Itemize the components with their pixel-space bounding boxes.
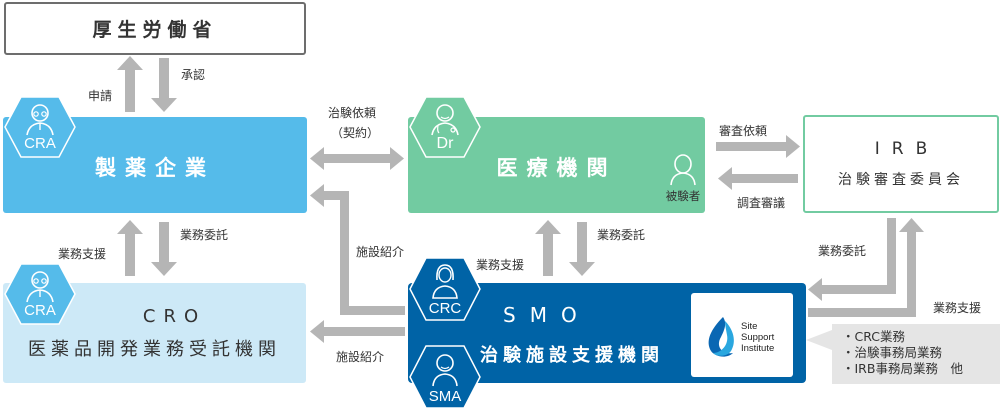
arrow-cro-outsource <box>151 222 177 276</box>
arrow-irb-support <box>808 218 924 317</box>
subject-label: 被験者 <box>665 189 701 203</box>
doctor-icon <box>409 96 481 158</box>
crc-badge-label: CRC <box>428 300 462 317</box>
dr-badge: Dr <box>408 95 482 159</box>
callout-item: ・CRC業務 <box>842 329 906 344</box>
logo-text: Site Support Institute <box>741 321 774 354</box>
cra-badge-pharma: CRA <box>3 95 77 159</box>
label-hosp-support: 業務支援 <box>476 258 525 272</box>
arrow-approval <box>151 58 177 112</box>
cro-subtitle: 医薬品開発業務受託機関 <box>28 338 281 360</box>
crc-badge: CRC <box>408 256 482 322</box>
subject-figure: 被験者 <box>660 152 706 204</box>
label-investigation: 調査審議 <box>737 196 786 210</box>
callout-item: ・治験事務局業務 <box>842 345 943 360</box>
label-trial-request: 治験依頼 <box>328 106 377 120</box>
logo-line: Site <box>741 321 758 332</box>
arrow-application <box>117 56 143 112</box>
arrow-facility-intro-upper <box>310 184 405 315</box>
arrow-facility-intro-lower <box>310 320 405 343</box>
label-facility-intro-upper: 施設紹介 <box>356 245 405 259</box>
label-contract: （契約） <box>331 126 380 140</box>
male-staff-icon <box>409 345 481 409</box>
cro-title: CRO <box>142 305 207 327</box>
logo-line: Institute <box>741 343 775 354</box>
hospital-label: 医療機関 <box>496 156 617 180</box>
arrow-irb-outsource <box>808 218 896 301</box>
arrow-trial-request <box>310 147 404 170</box>
label-hosp-outsource: 業務委託 <box>597 228 646 242</box>
smo-services-callout: ・CRC業務 ・治験事務局業務 ・IRB事務局業務 他 <box>832 324 1000 384</box>
arrow-hosp-support <box>535 220 561 276</box>
label-review-request: 審査依頼 <box>719 124 768 138</box>
arrow-review-request <box>716 135 800 158</box>
site-support-institute-logo: Site Support Institute <box>691 293 793 377</box>
person-glasses-icon <box>4 96 76 158</box>
arrow-hosp-outsource <box>569 222 595 276</box>
logo-line: Support <box>741 332 775 343</box>
cra-badge-label: CRA <box>24 135 56 152</box>
female-staff-icon <box>409 257 481 321</box>
cra-badge-label: CRA <box>24 302 56 319</box>
sma-badge-label: SMA <box>428 388 462 405</box>
callout-item: ・IRB事務局業務 他 <box>842 361 963 376</box>
smo-subtitle: 治験施設支援機関 <box>480 345 664 366</box>
label-irb-outsource: 業務委託 <box>818 244 867 258</box>
arrow-investigation <box>718 167 798 190</box>
cro-box: CRO 医薬品開発業務受託機関 <box>3 283 306 383</box>
irb-box: IRB 治験審査委員会 <box>803 115 999 213</box>
label-cro-support: 業務支援 <box>58 247 107 261</box>
pharma-label: 製薬企業 <box>95 156 215 180</box>
smo-title: SMO <box>503 303 591 327</box>
drop-logo-icon <box>708 317 734 357</box>
cra-badge-cro: CRA <box>3 262 77 326</box>
label-application: 申請 <box>88 89 113 103</box>
label-irb-support: 業務支援 <box>933 301 982 315</box>
irb-subtitle: 治験審査委員会 <box>838 172 964 188</box>
mhlw-box: 厚生労働省 <box>4 2 306 55</box>
label-facility-intro-lower: 施設紹介 <box>336 350 385 364</box>
person-glasses-icon <box>4 263 76 325</box>
label-cro-outsource: 業務委託 <box>180 228 229 242</box>
mhlw-label: 厚生労働省 <box>92 19 218 41</box>
callout-pointer <box>806 330 832 350</box>
irb-title: IRB <box>874 139 940 159</box>
person-icon <box>670 154 696 186</box>
label-approval: 承認 <box>181 68 206 82</box>
sma-badge: SMA <box>408 344 482 410</box>
dr-badge-label: Dr <box>436 135 454 152</box>
arrow-cro-support <box>117 220 143 276</box>
